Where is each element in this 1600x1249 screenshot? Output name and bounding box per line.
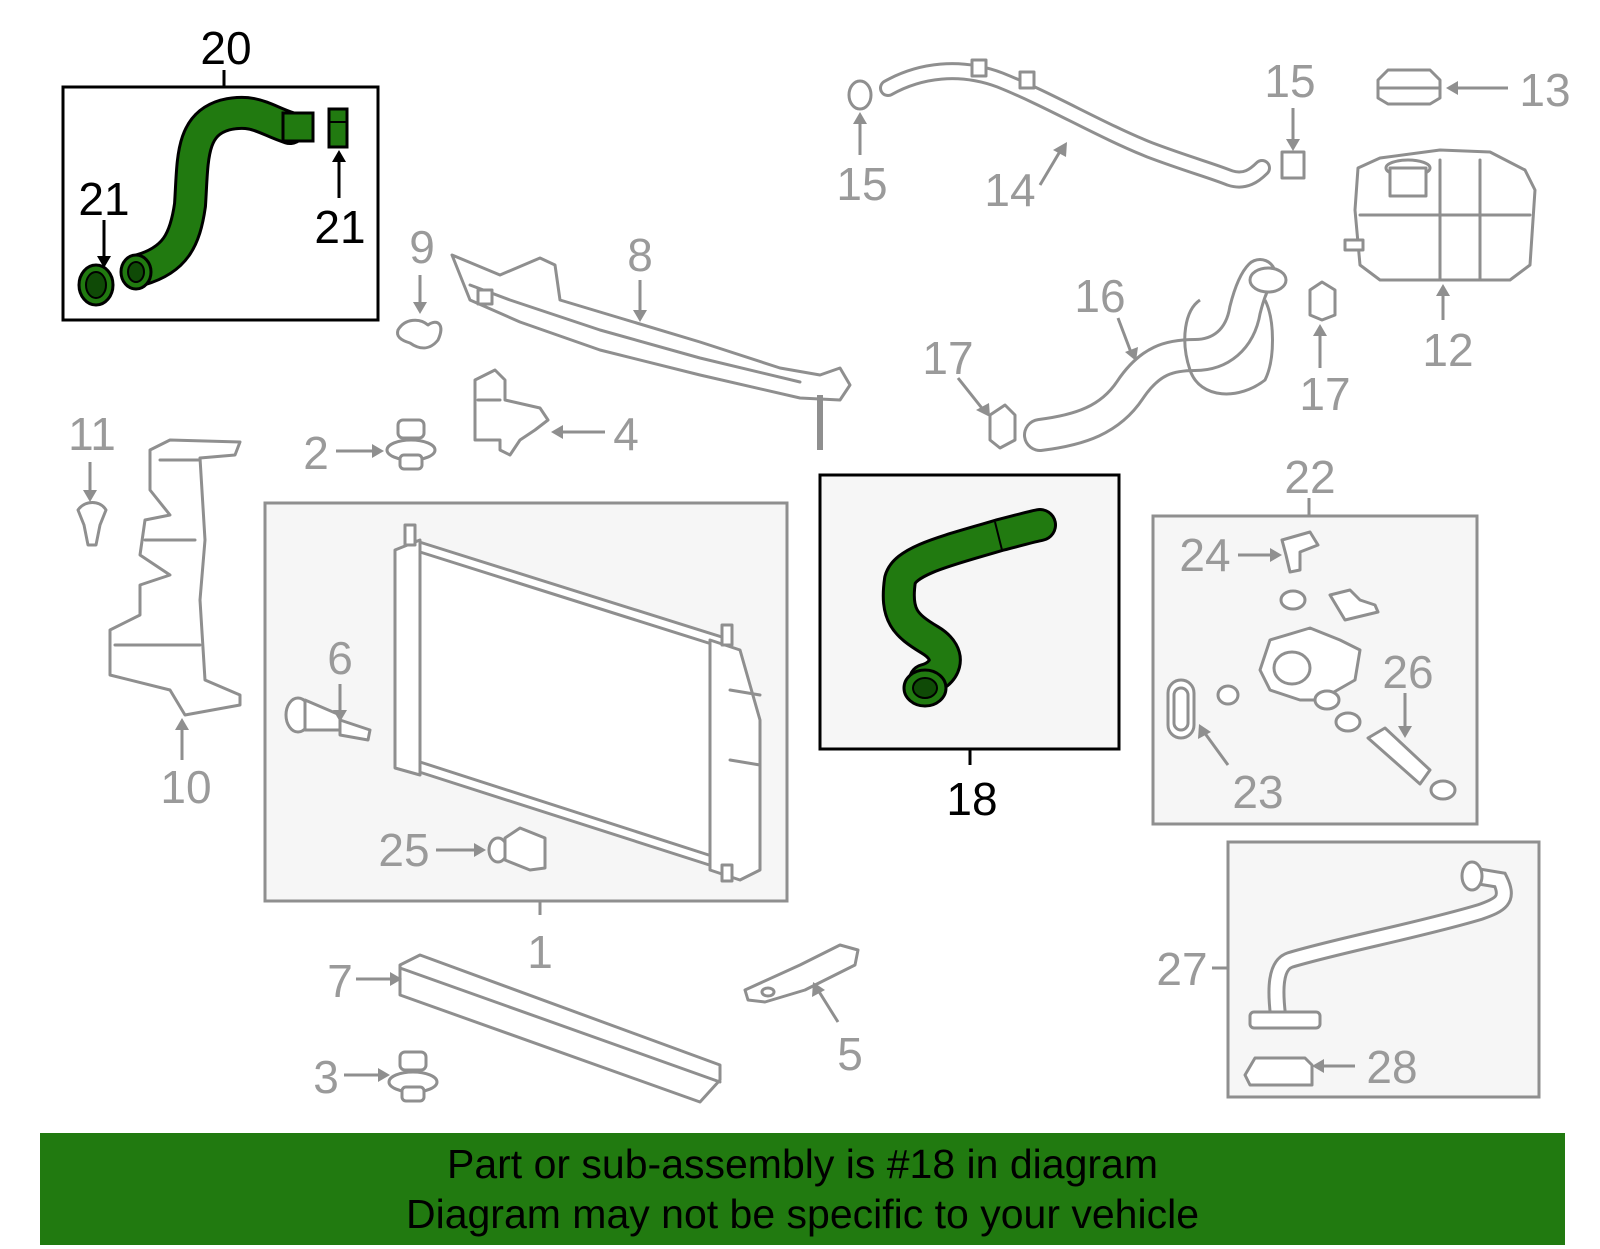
callout-26: 26 [1382,646,1433,698]
callout-9: 9 [409,221,435,273]
callout-27: 27 [1156,943,1207,995]
support-part-8 [450,253,852,450]
drain-part-6 [284,696,372,742]
bracket-part-28 [1243,1056,1314,1087]
callout-14: 14 [984,164,1035,216]
bolt-part-25 [487,826,547,872]
sensor-part-24 [1280,530,1320,574]
callout-25: 25 [378,824,429,876]
hose-part-20 [119,95,315,291]
radiator-part-1 [393,523,762,883]
callout-13: 13 [1519,64,1570,116]
pin-part-9 [396,318,443,350]
banner-line-part-number: Part or sub-assembly is #18 in diagram [447,1141,1158,1187]
callout-3: 3 [313,1051,339,1103]
callout-2: 2 [303,427,329,479]
clamp-part-17-left [988,403,1017,450]
callout-12: 12 [1422,324,1473,376]
callout-11: 11 [68,408,116,460]
clip-part-11 [76,501,108,547]
clamp-part-21-right [327,107,349,149]
deflector-part-10 [108,438,242,717]
callout-17-right: 17 [1299,368,1350,420]
callout-21-left: 21 [78,173,129,225]
clamp-part-15-right [1280,150,1306,180]
hose-part-18 [881,508,1057,708]
callout-17-left: 17 [922,332,973,384]
info-banner: Part or sub-assembly is #18 in diagram D… [40,1133,1565,1245]
grommet-part-3 [387,1050,439,1103]
pipe-part-14 [879,58,1271,189]
callout-15-left: 15 [836,158,887,210]
grommet-part-2 [385,418,437,471]
callout-16: 16 [1074,270,1125,322]
clamp-part-15-left [847,79,873,111]
callout-28: 28 [1366,1041,1417,1093]
banner-line-disclaimer: Diagram may not be specific to your vehi… [405,1191,1199,1237]
hose-part-16 [1023,258,1288,452]
callout-21-right: 21 [314,201,365,253]
group-box-18 [818,473,1121,751]
gasket-part-23 [1166,678,1196,740]
baffle-part-7 [398,953,722,1104]
callout-4: 4 [613,408,639,460]
pipe-part-27 [1248,860,1513,1030]
callout-7: 7 [327,955,353,1007]
callout-15-right: 15 [1264,55,1315,107]
callout-22: 22 [1284,451,1335,503]
callout-23: 23 [1232,766,1283,818]
bracket-part-5 [743,943,860,1004]
callout-5: 5 [837,1028,863,1080]
callout-8: 8 [627,229,653,281]
reservoir-part-12 [1343,148,1537,282]
housing-part-22 [1258,588,1380,711]
pipe-part-26 [1216,684,1457,801]
callout-24: 24 [1179,529,1230,581]
callout-6: 6 [327,632,353,684]
cap-part-13 [1376,68,1442,106]
callout-1: 1 [527,926,553,978]
clamp-part-17-right [1308,280,1337,322]
callout-10: 10 [160,761,211,813]
callout-18: 18 [946,773,997,825]
bracket-part-4 [473,368,550,457]
clamp-part-21-left [77,263,115,307]
callout-20: 20 [200,22,251,74]
